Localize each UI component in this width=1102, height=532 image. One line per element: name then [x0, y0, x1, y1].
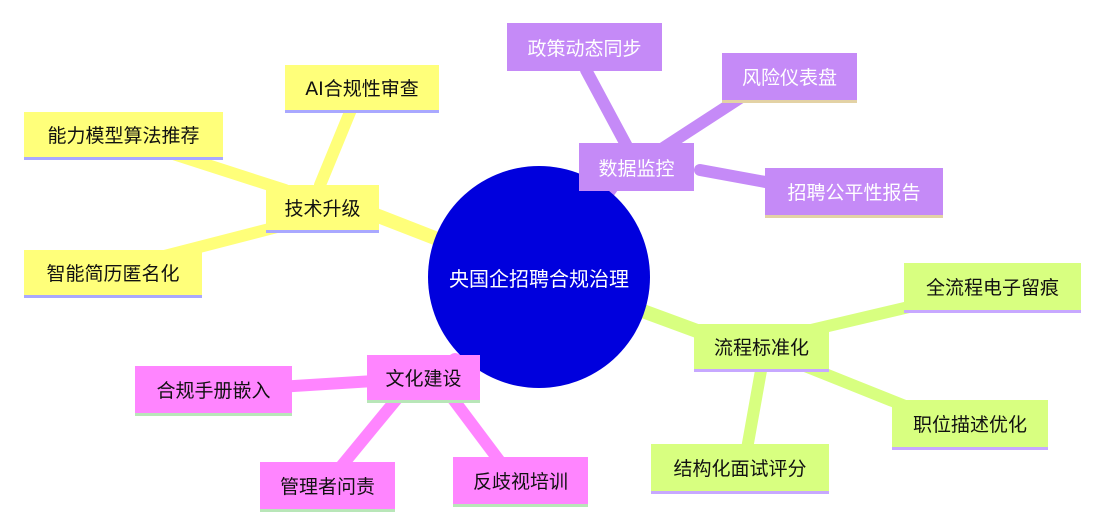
leaf-handbook-embed[interactable]: 合规手册嵌入 — [135, 366, 292, 416]
leaf-electronic-trace-label: 全流程电子留痕 — [925, 277, 1059, 299]
edge-data-monitoring-policy — [580, 64, 636, 158]
leaf-resume-anonymize[interactable]: 智能简历匿名化 — [24, 250, 202, 298]
leaf-policy-sync[interactable]: 政策动态同步 — [507, 23, 662, 71]
root-label: 央国企招聘合规治理 — [449, 266, 629, 291]
leaf-jd-optimize-label: 职位描述优化 — [912, 414, 1027, 436]
leaf-algorithm-recommend[interactable]: 能力模型算法推荐 — [24, 112, 223, 160]
leaf-manager-accountability-label: 管理者问责 — [279, 476, 375, 498]
branch-process-standard-label: 流程标准化 — [713, 337, 809, 359]
branch-process-standard[interactable]: 流程标准化 — [694, 324, 829, 372]
leaf-risk-dashboard[interactable]: 风险仪表盘 — [722, 53, 857, 103]
leaf-resume-anonymize-label: 智能简历匿名化 — [46, 263, 180, 285]
leaf-handbook-embed-label: 合规手册嵌入 — [156, 380, 271, 402]
leaf-ai-review-label: AI合规性审查 — [305, 78, 419, 100]
branch-culture-label: 文化建设 — [385, 368, 462, 390]
leaf-structured-interview[interactable]: 结构化面试评分 — [651, 444, 829, 494]
edge-tech-ai-review — [314, 94, 361, 191]
branch-data-monitoring-label: 数据监控 — [598, 157, 675, 180]
branch-culture[interactable]: 文化建设 — [367, 355, 480, 403]
leaf-risk-dashboard-label: 风险仪表盘 — [741, 67, 837, 89]
branch-tech-upgrade-label: 技术升级 — [284, 198, 361, 220]
leaf-anti-discrimination[interactable]: 反歧视培训 — [453, 457, 588, 507]
leaf-electronic-trace[interactable]: 全流程电子留痕 — [904, 263, 1081, 313]
leaf-manager-accountability[interactable]: 管理者问责 — [260, 462, 395, 512]
leaf-fairness-report[interactable]: 招聘公平性报告 — [765, 168, 943, 218]
leaf-anti-discrimination-label: 反歧视培训 — [472, 471, 568, 493]
leaf-algorithm-recommend-label: 能力模型算法推荐 — [47, 125, 200, 147]
leaf-ai-review[interactable]: AI合规性审查 — [285, 65, 439, 113]
branch-tech-upgrade[interactable]: 技术升级 — [266, 185, 379, 233]
leaf-policy-sync-label: 政策动态同步 — [527, 37, 642, 60]
leaf-jd-optimize[interactable]: 职位描述优化 — [892, 400, 1048, 450]
leaf-fairness-report-label: 招聘公平性报告 — [787, 182, 921, 204]
branch-data-monitoring[interactable]: 数据监控 — [579, 143, 694, 191]
root-node[interactable]: 央国企招聘合规治理 — [428, 166, 650, 388]
leaf-structured-interview-label: 结构化面试评分 — [673, 458, 807, 480]
